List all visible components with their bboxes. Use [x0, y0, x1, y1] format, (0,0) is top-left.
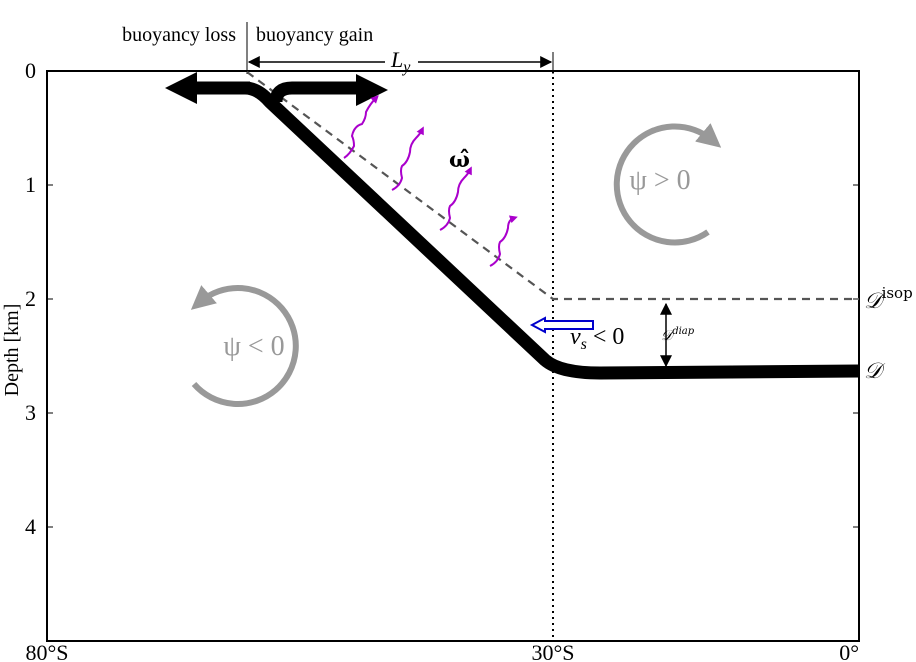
pycnocline-curve [244, 81, 860, 380]
psi-positive-label: ψ > 0 [629, 165, 690, 196]
y-tick-marks [47, 184, 859, 528]
positive-circulation-arrow [613, 123, 722, 246]
buoyancy-loss-arrow [165, 72, 250, 104]
buoyancy-gain-arrow [269, 74, 388, 106]
wave-arrows [343, 95, 518, 267]
y-tick-3: 3 [25, 400, 36, 425]
vorticity-label: ω̂ [449, 147, 470, 173]
isopycnal-dashed-line [246, 71, 859, 301]
velocity-arrow [529, 316, 594, 334]
y-axis-label: Depth [km] [1, 304, 23, 397]
psi-negative-label: ψ < 0 [223, 331, 284, 362]
y-tick-2: 2 [25, 286, 36, 311]
length-scale-label: Ly [390, 47, 411, 76]
d-main-label: 𝒟 [864, 359, 886, 384]
x-tick-80s: 80°S [25, 640, 68, 662]
y-tick-1: 1 [25, 172, 36, 197]
negative-circulation-arrow [190, 285, 299, 407]
d-diap-label: 𝒟diap [661, 326, 695, 344]
velocity-label: vs < 0 [570, 324, 624, 353]
y-tick-0: 0 [25, 58, 36, 83]
buoyancy-gain-label: buoyancy gain [256, 24, 373, 46]
x-tick-30s: 30°S [531, 640, 574, 662]
buoyancy-loss-label: buoyancy loss [122, 24, 236, 46]
plot-frame [46, 70, 860, 642]
x-tick-0: 0° [839, 640, 859, 662]
y-tick-4: 4 [25, 514, 36, 539]
d-isop-label: 𝒟isop [864, 284, 913, 314]
